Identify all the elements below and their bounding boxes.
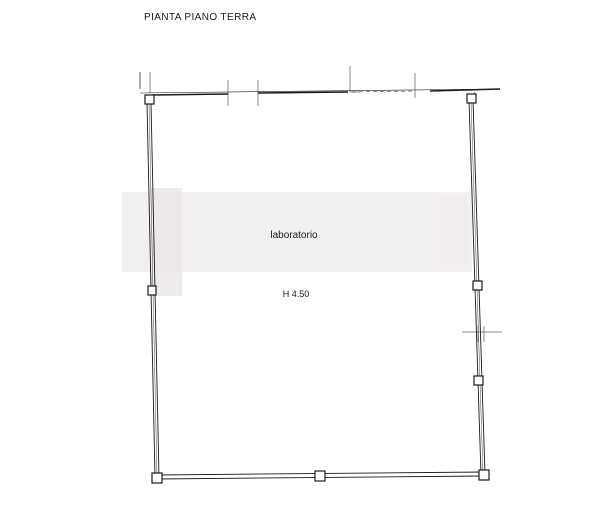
scan-smudge — [122, 188, 472, 296]
pillars — [144, 93, 490, 484]
top-wall-openings — [227, 66, 416, 106]
room-label: laboratorio — [270, 230, 318, 241]
pillar-bottom-mid — [314, 470, 326, 482]
right-wall-ticks — [462, 326, 502, 342]
pillar-bottom-left — [151, 472, 163, 484]
pillar-mid-right — [472, 280, 483, 291]
pillar-low-right — [473, 375, 484, 386]
scan-smudge-right — [440, 198, 468, 264]
top-wall — [139, 72, 501, 100]
pillar-mid-left — [147, 285, 157, 296]
plan-title: PIANTA PIANO TERRA — [144, 12, 257, 23]
pillar-bottom-right — [478, 469, 490, 481]
pillar-top-right — [466, 93, 477, 104]
room-height-label: H 4.50 — [283, 289, 310, 299]
scan-smudge-left — [150, 188, 182, 296]
pillar-top-left — [144, 94, 155, 105]
